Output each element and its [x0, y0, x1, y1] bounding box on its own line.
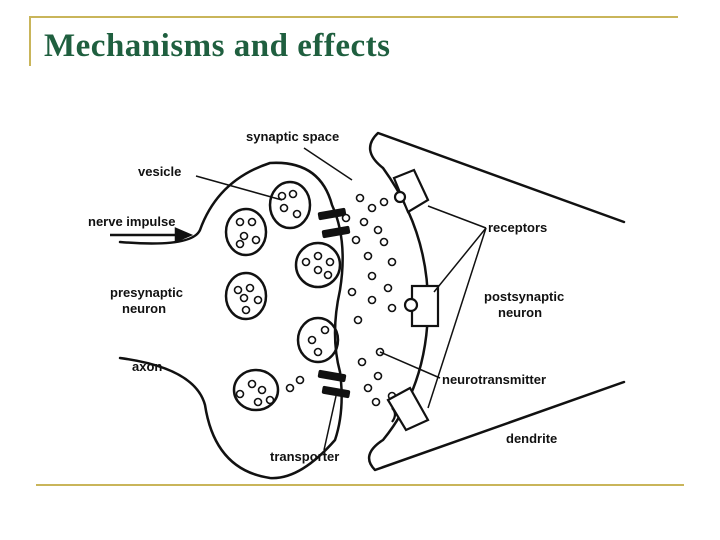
leader-lines [195, 147, 487, 451]
label-neurotransmitter: neurotransmitter [442, 372, 546, 387]
transporters [317, 207, 351, 399]
label-vesicle: vesicle [138, 164, 181, 179]
slide-frame-left [29, 16, 31, 66]
slide-frame-bottom [36, 484, 684, 486]
vesicle-4 [224, 271, 268, 321]
receptors [386, 168, 440, 432]
label-receptors: receptors [488, 220, 547, 235]
slide-frame-top [30, 16, 678, 18]
label-postsynaptic: postsynaptic [484, 289, 564, 304]
label-presynaptic: presynaptic [110, 285, 183, 300]
slide-title: Mechanisms and effects [44, 28, 391, 64]
label-synaptic-space: synaptic space [246, 129, 339, 144]
label-presynaptic-neuron: neuron [122, 301, 166, 316]
label-nerve-impulse: nerve impulse [88, 214, 175, 229]
neurotransmitter-molecules [285, 193, 397, 407]
label-postsynaptic-neuron: neuron [498, 305, 542, 320]
label-transporter: transporter [270, 449, 339, 464]
label-axon: axon [132, 359, 162, 374]
vesicle-1 [268, 180, 312, 230]
vesicle-3 [294, 241, 342, 289]
label-dendrite: dendrite [506, 431, 557, 446]
nerve-impulse-arrow [110, 227, 194, 243]
vesicle-5 [296, 316, 340, 364]
vesicle-6 [232, 368, 280, 412]
vesicle-2 [224, 207, 268, 257]
